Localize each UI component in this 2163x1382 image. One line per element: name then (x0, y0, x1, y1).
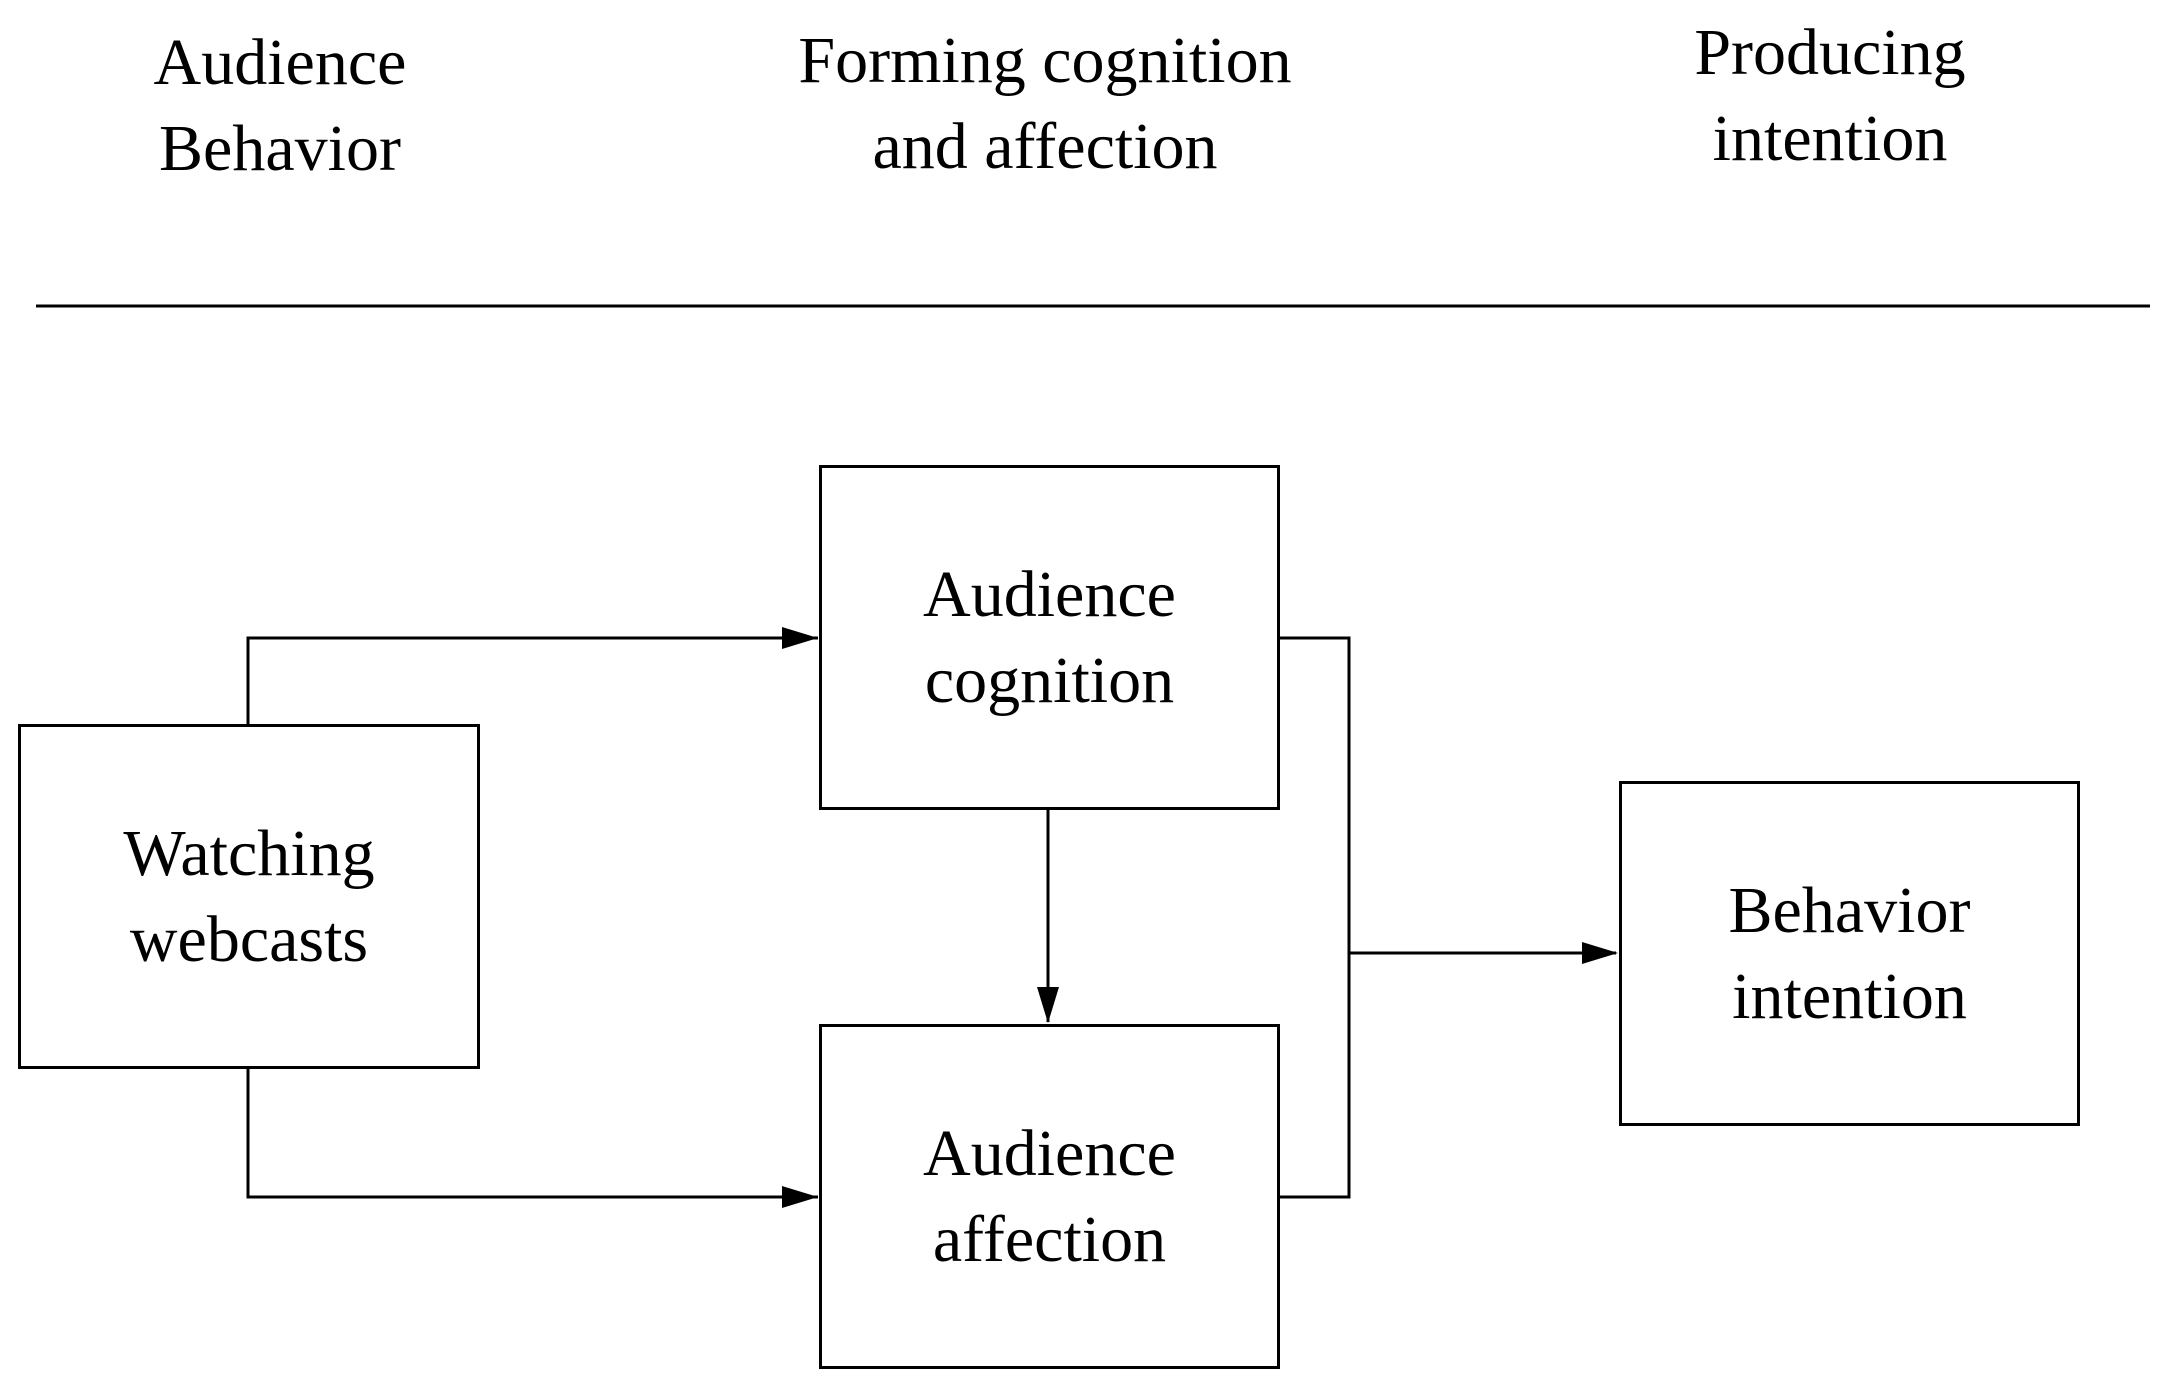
arrowhead-to-cognition (782, 627, 818, 649)
header-producing-intention-line2: intention (1712, 102, 1948, 175)
header-forming-cognition-line2: and affection (872, 110, 1218, 183)
header-audience-behavior-line1: Audience (153, 26, 407, 99)
node-watching-webcasts-line2: webcasts (129, 902, 369, 976)
node-behavior-intention-line2: intention (1732, 959, 1967, 1033)
node-behavior-intention-line1: Behavior (1728, 873, 1971, 947)
node-audience-affection: Audience affection (819, 1024, 1280, 1369)
node-audience-cognition-line2: cognition (924, 643, 1175, 717)
arrowhead-cognition-to-affection (1037, 987, 1059, 1023)
node-audience-affection-line1: Audience (923, 1116, 1176, 1190)
edge-cognition-to-bracket (1278, 636, 1351, 1199)
header-audience-behavior: Audience Behavior (130, 20, 430, 192)
header-forming-cognition: Forming cognition and affection (730, 18, 1360, 190)
header-audience-behavior-line2: Behavior (159, 112, 401, 185)
node-audience-cognition-line1: Audience (923, 557, 1176, 631)
header-producing-intention-line1: Producing (1694, 16, 1966, 89)
node-audience-affection-line2: affection (932, 1202, 1167, 1276)
edge-watching-to-cognition (246, 636, 818, 725)
header-forming-cognition-line1: Forming cognition (798, 24, 1292, 97)
header-producing-intention: Producing intention (1650, 10, 2010, 182)
node-audience-cognition: Audience cognition (819, 465, 1280, 810)
arrowhead-to-intention (1582, 942, 1618, 964)
node-watching-webcasts-line1: Watching (123, 816, 375, 890)
node-watching-webcasts: Watching webcasts (18, 724, 480, 1069)
node-behavior-intention: Behavior intention (1619, 781, 2080, 1126)
arrowhead-to-affection (782, 1186, 818, 1208)
edge-watching-to-affection (246, 1067, 818, 1199)
